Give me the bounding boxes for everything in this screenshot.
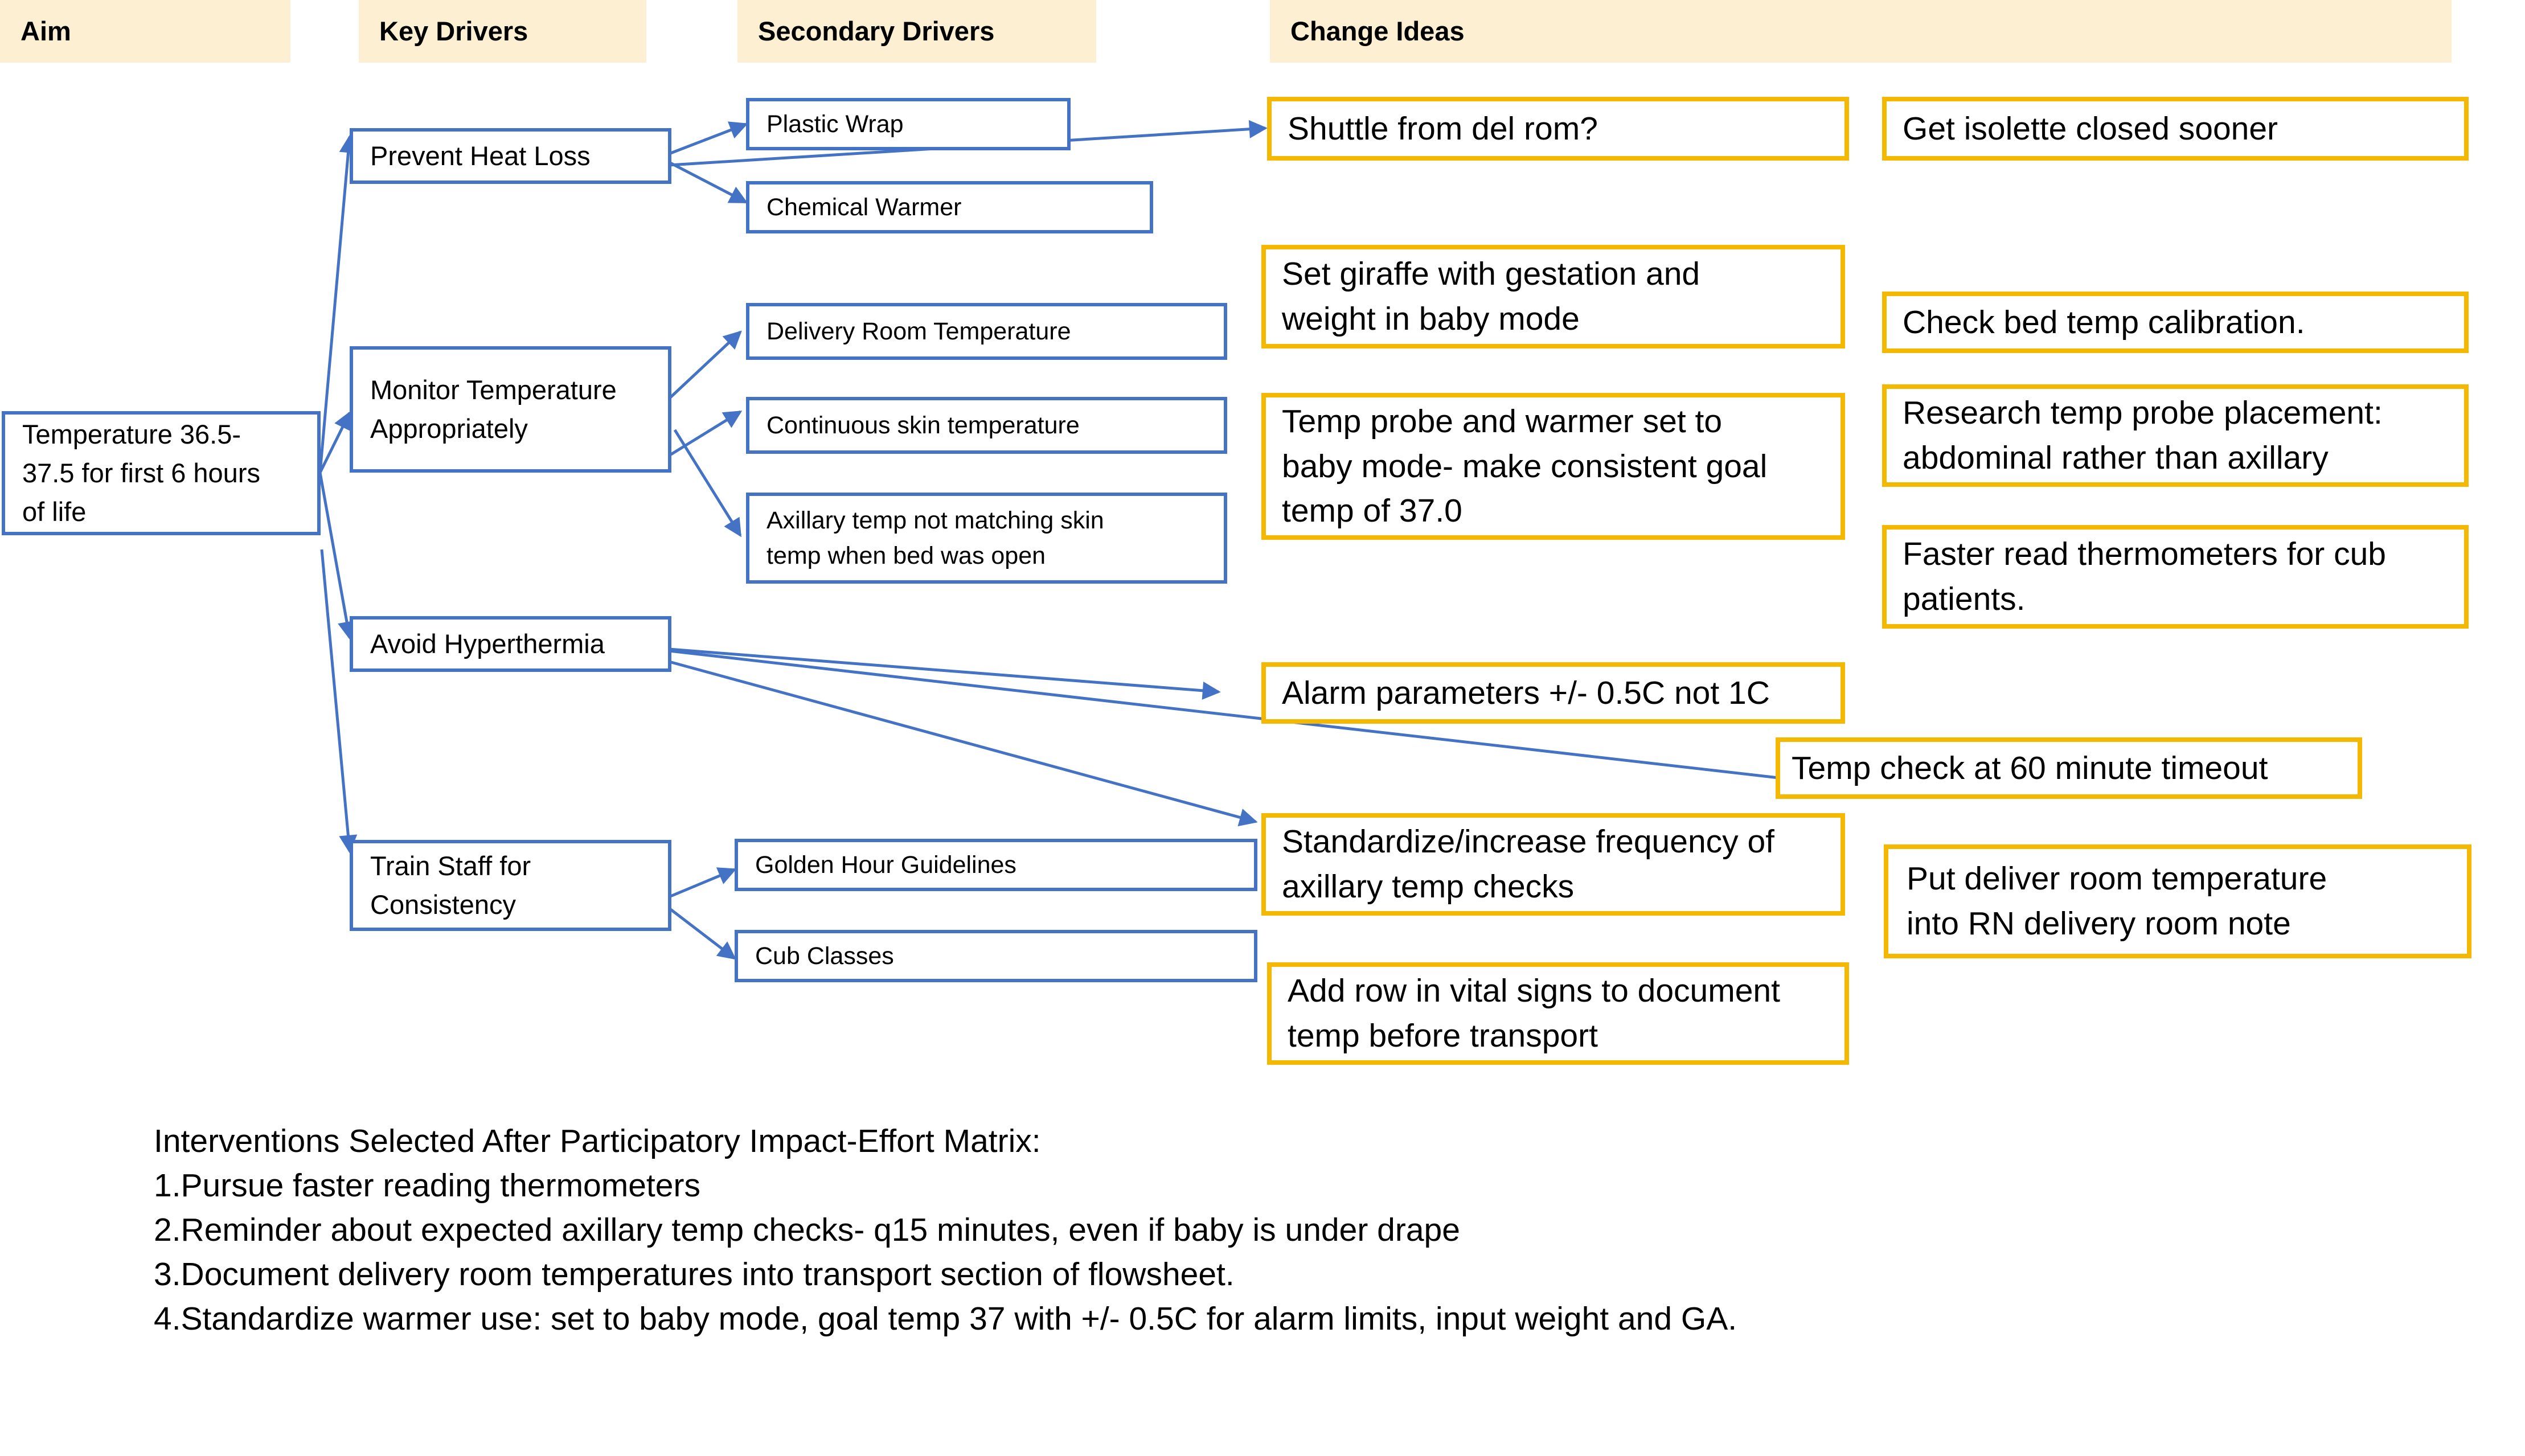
header-aim: Aim: [0, 0, 290, 63]
change-idea-probe-placement: Research temp probe placement: abdominal…: [1882, 384, 2469, 487]
secondary-driver-golden-hour: Golden Hour Guidelines: [735, 839, 1257, 891]
key-driver-train-staff: Train Staff for Consistency: [350, 840, 671, 931]
change-idea-giraffe: Set giraffe with gestation and weight in…: [1261, 245, 1845, 348]
change-idea-probe-warmer: Temp probe and warmer set to baby mode- …: [1261, 393, 1845, 540]
change-idea-axillary-frequency: Standardize/increase frequency of axilla…: [1261, 813, 1845, 916]
arrow-monitor-to-continuous-skin: [668, 410, 743, 457]
change-idea-alarm-parameters: Alarm parameters +/- 0.5C not 1C: [1261, 662, 1845, 724]
change-idea-faster-thermometers: Faster read thermometers for cub patient…: [1882, 525, 2469, 629]
secondary-driver-chemical-warmer: Chemical Warmer: [746, 181, 1153, 233]
aim-box: Temperature 36.5- 37.5 for first 6 hours…: [2, 411, 321, 535]
arrow-aim-to-heat-loss: [318, 134, 358, 473]
header-change-ideas: Change Ideas: [1270, 0, 2452, 63]
arrow-hyperthermia-to-alarm: [669, 647, 1221, 700]
secondary-driver-axillary-temp: Axillary temp not matching skin temp whe…: [746, 493, 1227, 584]
arrow-aim-to-train-staff: [320, 549, 358, 854]
arrow-monitor-to-delivery-room: [668, 330, 742, 400]
change-idea-shuttle: Shuttle from del rom?: [1267, 97, 1849, 161]
secondary-driver-continuous-skin-temperature: Continuous skin temperature: [746, 397, 1227, 454]
arrow-heat-loss-to-plastic-wrap: [669, 121, 748, 155]
secondary-driver-plastic-wrap: Plastic Wrap: [746, 98, 1071, 150]
header-secondary-drivers: Secondary Drivers: [737, 0, 1096, 63]
arrow-aim-to-hyperthermia: [318, 472, 356, 640]
secondary-driver-cub-classes: Cub Classes: [735, 930, 1257, 982]
intervention-item: 4.Standardize warmer use: set to baby mo…: [154, 1301, 1737, 1337]
change-idea-isolette: Get isolette closed sooner: [1882, 97, 2469, 161]
change-idea-bed-calibration: Check bed temp calibration.: [1882, 292, 2469, 353]
key-driver-monitor-temperature: Monitor Temperature Appropriately: [350, 346, 671, 473]
change-idea-rn-note: Put deliver room temperature into RN del…: [1884, 844, 2471, 958]
interventions-list: Interventions Selected After Participato…: [154, 1119, 1737, 1341]
arrow-train-to-golden-hour: [669, 867, 737, 899]
header-key-drivers: Key Drivers: [359, 0, 646, 63]
arrow-monitor-to-axillary: [673, 429, 742, 538]
arrow-hyperthermia-to-timeout: [669, 649, 1801, 788]
arrow-aim-to-monitor: [318, 411, 351, 474]
change-idea-timeout-check: Temp check at 60 minute timeout: [1776, 737, 2362, 799]
intervention-item: 2.Reminder about expected axillary temp …: [154, 1212, 1460, 1248]
arrow-hyperthermia-to-standardize: [669, 660, 1258, 827]
intervention-item: 3.Document delivery room temperatures in…: [154, 1256, 1235, 1293]
key-driver-avoid-hyperthermia: Avoid Hyperthermia: [350, 616, 671, 672]
arrow-heat-loss-to-chemical-warmer: [668, 161, 748, 204]
key-driver-prevent-heat-loss: Prevent Heat Loss: [350, 128, 671, 184]
arrow-train-to-cub-classes: [668, 907, 736, 960]
intervention-item: 1.Pursue faster reading thermometers: [154, 1167, 700, 1204]
change-idea-vital-signs-row: Add row in vital signs to document temp …: [1267, 962, 1849, 1065]
interventions-heading: Interventions Selected After Participato…: [154, 1123, 1041, 1159]
secondary-driver-delivery-room-temperature: Delivery Room Temperature: [746, 303, 1227, 360]
